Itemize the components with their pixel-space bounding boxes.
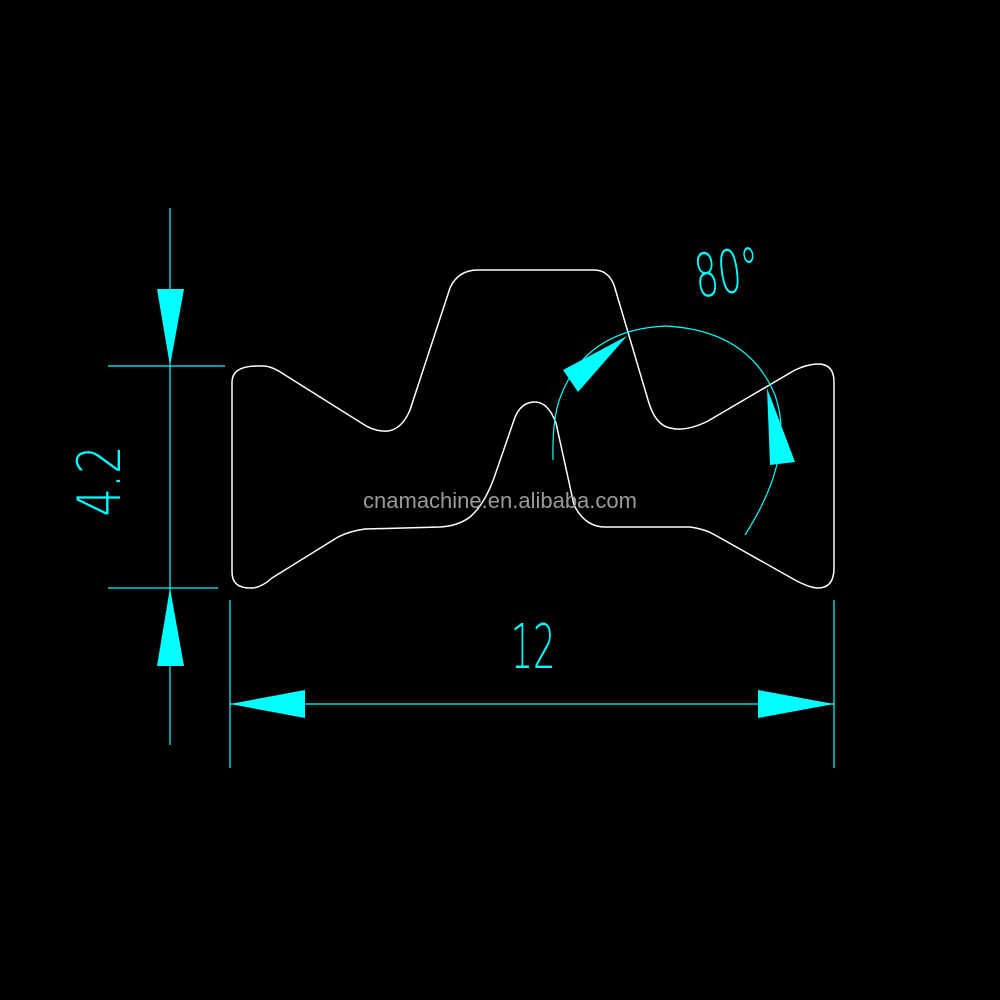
profile-outline bbox=[231, 269, 835, 589]
angle-arrow-left bbox=[563, 336, 627, 392]
height-dimension-label: 4.2 bbox=[66, 445, 135, 516]
height-arrow-top bbox=[157, 289, 184, 366]
angle-dimension-label: 80° bbox=[690, 234, 764, 312]
watermark-text: cnamachine.en.alibaba.com bbox=[363, 488, 637, 513]
width-arrow-left bbox=[230, 690, 305, 718]
angle-arrow-right bbox=[767, 388, 795, 465]
height-arrow-bottom bbox=[157, 588, 184, 666]
width-arrow-right bbox=[758, 690, 834, 718]
width-dimension bbox=[229, 600, 835, 768]
width-dimension-label: 12 bbox=[511, 610, 556, 682]
